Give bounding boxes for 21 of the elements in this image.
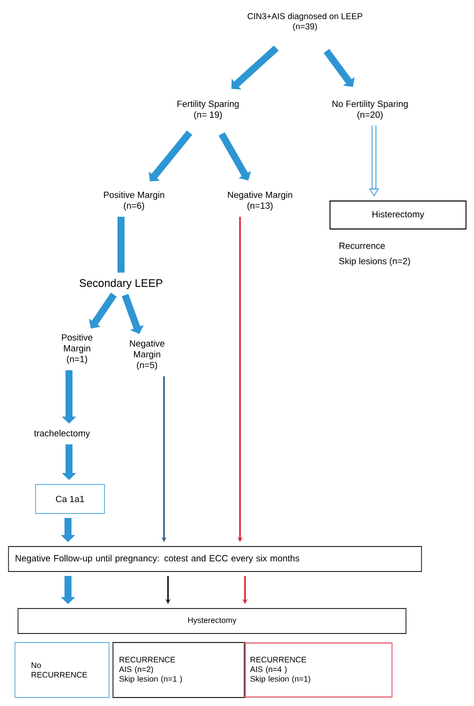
note-text: Skip lesions (n=2): [339, 258, 410, 266]
node-label: Fertility Sparing (n= 19): [177, 100, 239, 120]
node-label: No Fertility Sparing (n=20): [332, 100, 408, 120]
arrow: [324, 48, 355, 87]
process-box: Hysterectomy: [18, 608, 406, 634]
outcome-box: RECURRENCE AIS (n=4 ) Skip lesion (n=1): [244, 642, 392, 698]
node-label: Negative Margin (n=13): [228, 191, 292, 211]
outcome-box: No RECURRENCE: [14, 642, 110, 698]
node-label: trachelectomy: [34, 430, 90, 438]
node-label: Secondary LEEP: [80, 278, 162, 290]
node-label: Positive Margin (n=1): [62, 334, 92, 364]
outcome-box: RECURRENCE AIS (n=2) Skip lesion (n=1 ): [112, 642, 246, 698]
process-box: Histerectomy: [330, 200, 466, 230]
node-label: Negative Margin (n=5): [130, 340, 164, 370]
note-text: Recurrence: [340, 242, 385, 249]
node-label: CIN3+AIS diagnosed on LEEP (n=39): [248, 12, 362, 32]
arrow: [231, 45, 279, 90]
arrow: [148, 130, 192, 182]
process-box: Negative Follow-up until pregnancy: cotest and ECC every six months: [8, 546, 422, 572]
node-label: Positive Margin (n=6): [104, 191, 164, 211]
process-box: Ca 1a1: [35, 484, 105, 514]
